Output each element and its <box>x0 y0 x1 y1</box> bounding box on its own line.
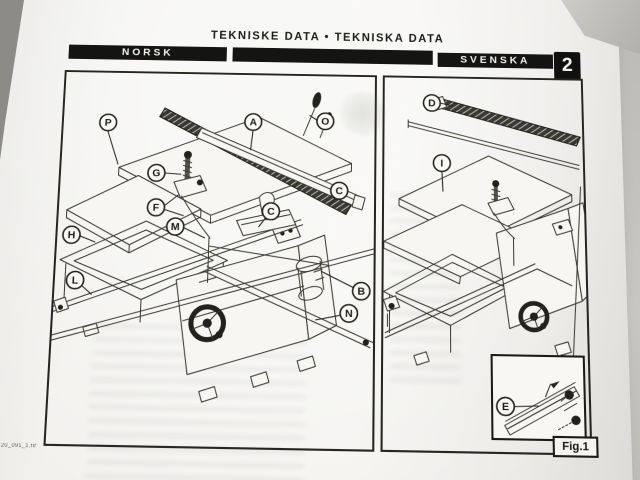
rip-fence <box>194 128 362 207</box>
svg-text:M: M <box>171 222 180 233</box>
file-caption: 20_091_1.tif <box>0 442 37 450</box>
callout-O: O <box>309 113 333 130</box>
norsk-header-bar: NORSK <box>68 44 227 62</box>
svg-text:F: F <box>153 203 160 214</box>
callout-M: M <box>166 218 205 238</box>
svg-text:G: G <box>152 168 161 179</box>
callout-E: E <box>497 397 539 416</box>
crosscut-fence-beam <box>440 99 581 146</box>
svg-text:O: O <box>321 117 329 128</box>
svg-text:B: B <box>357 286 365 298</box>
svg-text:D: D <box>428 98 435 109</box>
divider-bar <box>232 47 433 65</box>
lower-table <box>384 203 538 278</box>
norsk-label: NORSK <box>121 46 174 59</box>
svg-text:E: E <box>502 401 510 413</box>
main-table <box>117 115 352 218</box>
callout-C1: C <box>330 182 348 205</box>
svg-text:L: L <box>71 275 78 286</box>
page-title: TEKNISKE DATA • TEKNISKA DATA <box>210 30 445 46</box>
cabinet <box>496 207 583 330</box>
callout-L: L <box>66 271 93 294</box>
callout-D: D <box>423 95 453 112</box>
rail-end-clamp <box>383 296 399 312</box>
clamp-body <box>173 175 207 198</box>
machine-drawing-left: P A O G C F M C H L B N <box>46 91 375 450</box>
detail-inset-box <box>492 355 586 441</box>
callout-B: B <box>321 271 370 300</box>
svg-text:C: C <box>267 207 275 218</box>
callout-H: H <box>62 226 96 244</box>
figure-label: Fig.1 <box>552 435 599 458</box>
callout-A: A <box>244 114 262 151</box>
lock-lever <box>310 91 323 109</box>
callout-C2: C <box>257 202 281 227</box>
callout-N: N <box>315 304 357 322</box>
svg-text:C: C <box>335 186 343 197</box>
page-number-badge: 2 <box>553 51 581 80</box>
figure-panel-right: D I E <box>380 75 593 456</box>
page-content: TEKNISKE DATA • TEKNISKA DATA NORSK SVEN… <box>0 3 640 480</box>
svg-text:P: P <box>104 118 112 129</box>
switch-console <box>272 222 301 243</box>
svenska-header-bar: SVENSKA <box>437 52 554 69</box>
callout-P: P <box>98 114 121 164</box>
machine-drawing-right: D I E <box>383 77 591 453</box>
svenska-label: SVENSKA <box>460 54 531 67</box>
cabinet <box>173 244 311 377</box>
svg-text:I: I <box>440 159 443 170</box>
callout-I: I <box>433 155 450 192</box>
figure-panel-left: P A O G C F M C H L B N <box>43 70 386 480</box>
svg-text:A: A <box>249 117 257 128</box>
switch-console <box>552 219 572 235</box>
svg-text:H: H <box>67 230 75 241</box>
callout-F: F <box>146 194 184 217</box>
mitre-plate <box>236 209 296 237</box>
clamp-body <box>487 197 515 216</box>
svg-text:N: N <box>345 309 353 321</box>
infeed-table <box>65 174 202 246</box>
